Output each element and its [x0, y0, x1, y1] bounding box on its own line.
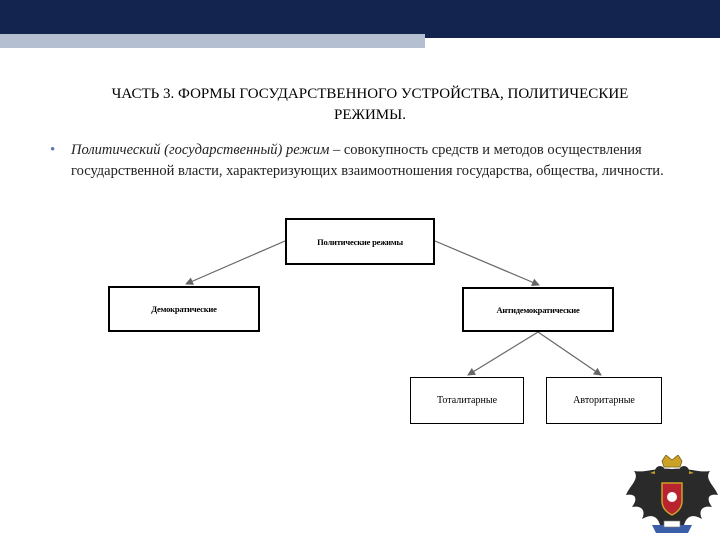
- arrow-root-to-demo: [185, 240, 286, 285]
- arrow-anti-to-auth: [537, 331, 602, 376]
- box-political-regimes-label: Политические режимы: [317, 236, 403, 247]
- box-democratic: Демократические: [108, 286, 260, 332]
- bullet-dot-icon: •: [50, 142, 56, 158]
- definition-term: Политический (государственный) режим: [71, 142, 330, 158]
- header-accent-line: [425, 34, 720, 38]
- box-antidemocratic-label: Антидемократические: [496, 304, 580, 315]
- double-headed-eagle-emblem-icon: [626, 455, 718, 533]
- slide-title-line2: РЕЖИМЫ.: [334, 107, 406, 123]
- header-bar: [0, 0, 720, 34]
- definition-text: Политический (государственный) режим – с…: [71, 140, 680, 182]
- box-totalitarian-label: Тоталитарные: [436, 395, 498, 406]
- box-democratic-label: Демократические: [151, 304, 217, 314]
- arrow-anti-to-total: [467, 331, 539, 376]
- header-accent-bar: [0, 34, 425, 48]
- slide-title: ЧАСТЬ 3. ФОРМЫ ГОСУДАРСТВЕННОГО УСТРОЙСТ…: [40, 84, 700, 126]
- box-totalitarian: Тоталитарные: [410, 377, 524, 424]
- definition-body: – совокупность средств и методов осущест…: [71, 142, 664, 179]
- box-political-regimes: Политические режимы: [285, 218, 435, 265]
- box-antidemocratic: Антидемократические: [462, 287, 614, 332]
- definition-bullet: • Политический (государственный) режим –…: [50, 140, 680, 182]
- slide-title-line1: ЧАСТЬ 3. ФОРМЫ ГОСУДАРСТВЕННОГО УСТРОЙСТ…: [111, 86, 629, 102]
- arrow-root-to-anti: [434, 240, 540, 286]
- box-authoritarian-label: Авторитарные: [573, 395, 635, 406]
- box-authoritarian: Авторитарные: [546, 377, 662, 424]
